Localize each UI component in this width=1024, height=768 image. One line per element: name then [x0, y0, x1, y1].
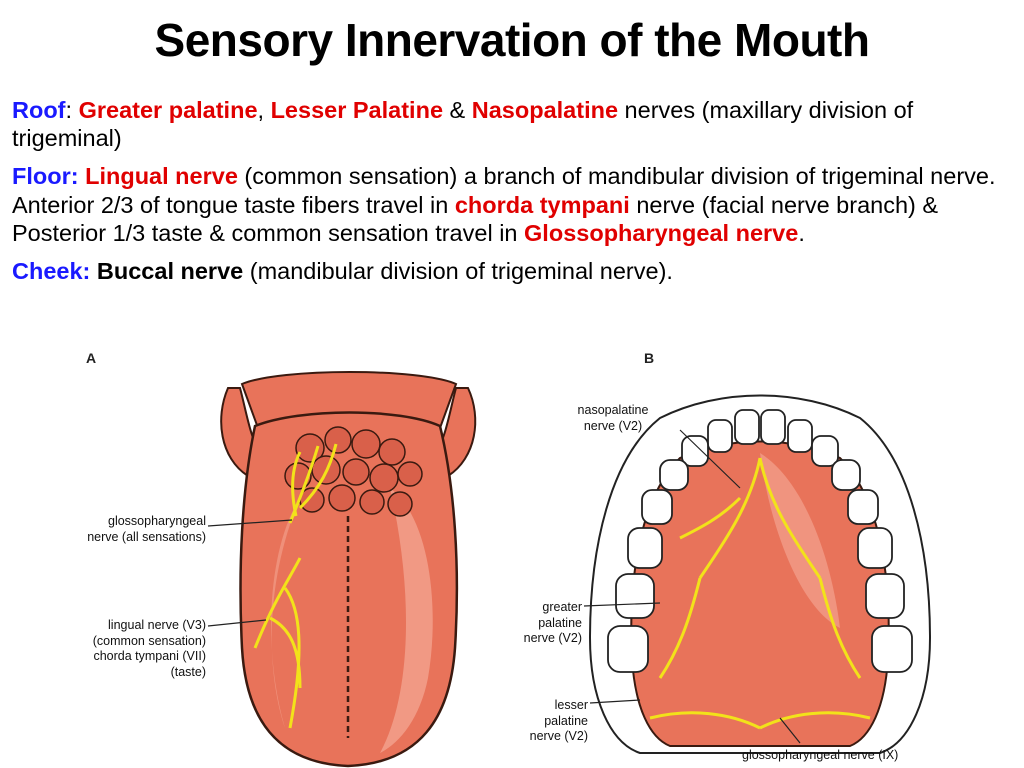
floor-label: Floor: [12, 163, 79, 190]
floor-text-3: . [798, 219, 805, 246]
roof-sep-1: , [257, 97, 271, 123]
panel-b-letter: B [644, 350, 655, 366]
lesser-palatine-term: Lesser Palatine [270, 97, 444, 123]
buccal-nerve-term: Buccal nerve [90, 257, 244, 284]
cheek-paragraph: Cheek: Buccal nerve (mandibular division… [12, 257, 1012, 285]
anatomy-illustration [207, 371, 932, 768]
cheek-rest: (mandibular division of trigeminal nerve… [243, 257, 673, 284]
chorda-tympani-term: chorda tympani [454, 191, 630, 218]
panel-a-letter: A [86, 350, 97, 366]
glossopharyngeal-term: Glossopharyngeal nerve [524, 219, 799, 246]
label-glossopharyngeal-b: glossopharyngeal nerve (IX) [742, 748, 899, 762]
nasopalatine-term: Nasopalatine [471, 97, 619, 123]
label-nasopalatine: nasopalatine nerve (V2) [577, 403, 649, 433]
label-lingual-nerve: lingual nerve (V3) (common sensation) ch… [92, 618, 206, 679]
roof-paragraph: Roof: Greater palatine, Lesser Palatine … [12, 96, 1012, 152]
label-greater-palatine: greater palatine nerve (V2) [523, 600, 582, 646]
floor-text-1: (common sensation) a branch of mandibula… [12, 163, 996, 218]
page-title: Sensory Innervation of the Mouth [154, 14, 870, 66]
lingual-nerve-term: Lingual nerve [78, 163, 238, 190]
roof-colon: : [65, 97, 79, 123]
label-lesser-palatine: lesser palatine nerve (V2) [529, 698, 588, 744]
label-glossopharyngeal-a: glossopharyngeal nerve (all sensations) [87, 514, 206, 544]
palate-illustration [583, 394, 932, 754]
roof-sep-2: & [443, 97, 472, 123]
floor-text-2: nerve (facial nerve branch) & Posterior … [12, 191, 939, 246]
roof-label: Roof [12, 97, 66, 123]
floor-paragraph: Floor: Lingual nerve (common sensation) … [12, 162, 1012, 247]
roof-rest: nerves (maxillary division of trigeminal… [12, 97, 914, 152]
slide-content: Roof: Greater palatine, Lesser Palatine … [12, 96, 1012, 295]
tongue-illustration [207, 371, 477, 768]
greater-palatine-term: Greater palatine [78, 97, 258, 123]
anatomy-figure: A B glossopharyngeal nerve (all sensatio… [0, 348, 1024, 768]
cheek-label: Cheek: [12, 257, 91, 284]
